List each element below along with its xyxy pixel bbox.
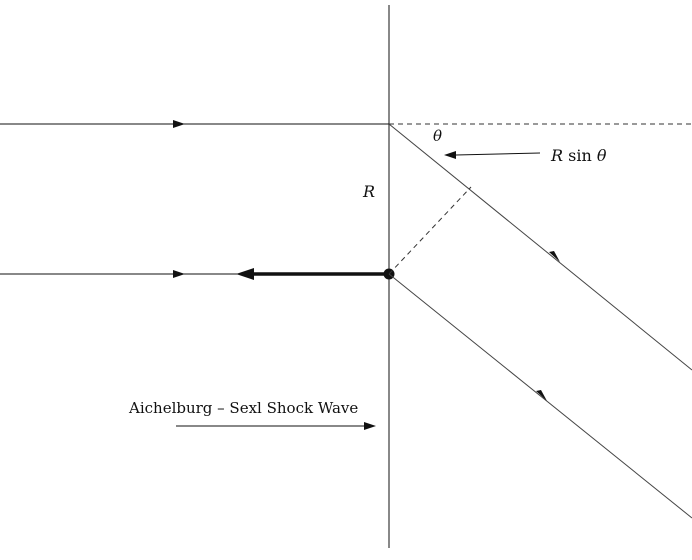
rsin-pointer-line — [455, 152, 541, 156]
shock-wave-label: Aichelburg – Sexl Shock Wave — [128, 399, 358, 417]
deflected-ray-lower — [388, 273, 692, 519]
deflected-ray-upper-arrowhead — [549, 251, 560, 262]
rsin-theta: θ — [597, 146, 607, 165]
deflected-ray-lower-arrowhead — [536, 390, 547, 401]
theta-label: θ — [433, 127, 442, 145]
particle-momentum-arrowhead — [236, 268, 254, 280]
r-label: R — [362, 182, 375, 201]
deflected-ray-upper — [388, 123, 692, 371]
incoming-ray-lower-arrowhead — [173, 270, 185, 278]
rsin-func: sin — [563, 146, 597, 165]
rsin-r: R — [550, 146, 563, 165]
incoming-ray-upper-arrowhead — [173, 120, 185, 128]
rsin-theta-label: R sin θ — [550, 146, 607, 165]
shock-wave-direction-arrowhead — [364, 422, 376, 430]
dashed-perpendicular — [388, 186, 472, 275]
rsin-pointer-arrowhead — [444, 151, 456, 159]
